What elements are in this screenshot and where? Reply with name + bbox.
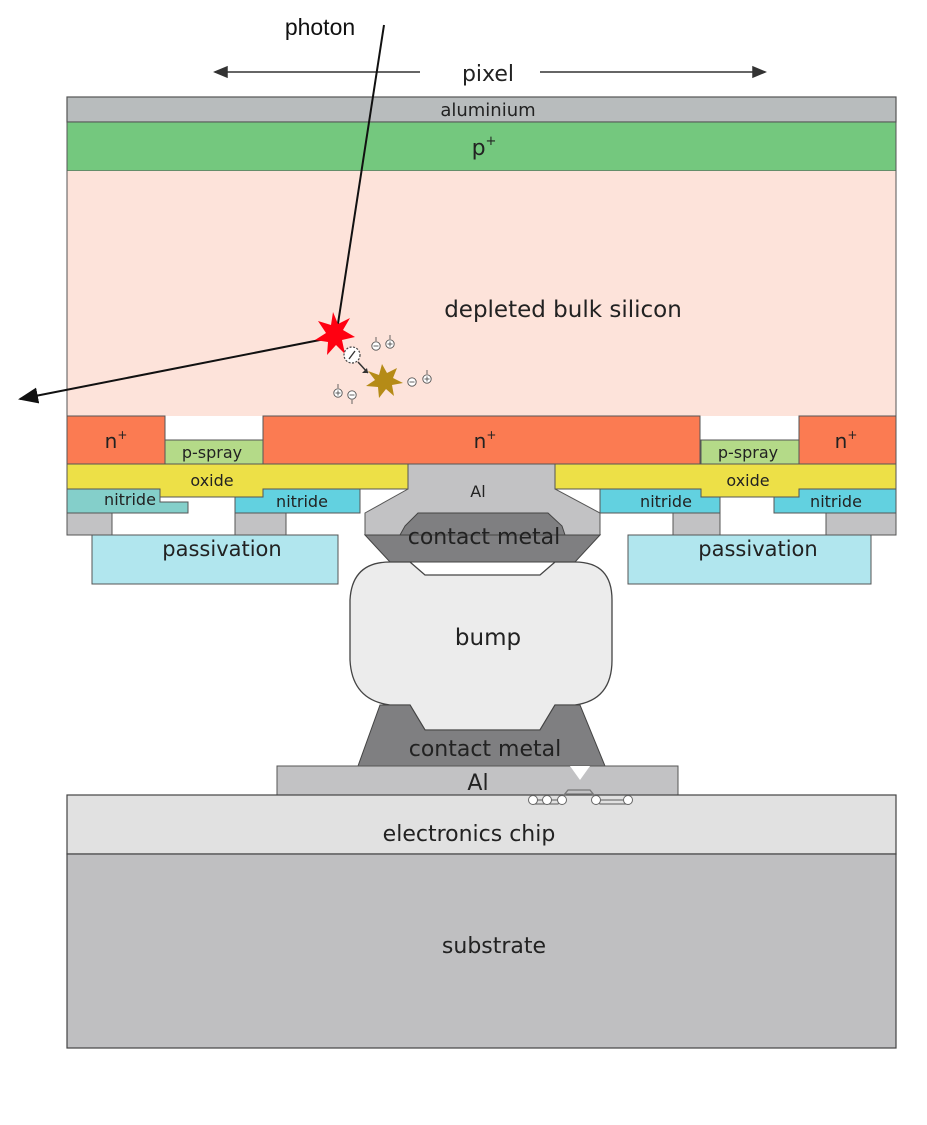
nitride-right-inner-label: nitride — [640, 492, 692, 511]
substrate-label: substrate — [442, 934, 546, 959]
metal-ledge-right — [672, 512, 721, 536]
photon-track — [18, 24, 385, 404]
bulk-label: depleted bulk silicon — [444, 297, 682, 323]
contact-metal-top-cap — [399, 512, 566, 536]
photon-label: photon — [285, 14, 355, 40]
passivation-left — [91, 534, 339, 585]
aluminium-label: aluminium — [440, 100, 535, 121]
metal-ledge-left — [66, 512, 113, 536]
p-plus-label: p+ — [472, 134, 497, 161]
oxide-left-label: oxide — [190, 471, 233, 490]
p-spray-left — [164, 439, 264, 465]
oxide-right-label: oxide — [726, 471, 769, 490]
p-plus-layer — [66, 121, 897, 172]
pixel-label: pixel — [462, 62, 514, 87]
al-pad-bottom — [276, 765, 679, 796]
nitride-left-outer-label: nitride — [104, 490, 156, 509]
contact-metal-bottom-label: contact metal — [409, 737, 562, 762]
passivation-right-label: passivation — [698, 537, 817, 561]
electronics-chip — [66, 794, 897, 855]
electronics-chip-label: electronics chip — [383, 822, 556, 847]
al-bottom-label: Al — [467, 771, 488, 796]
n-plus-left-label: n+ — [105, 428, 128, 453]
nitride-left-inner-label: nitride — [276, 492, 328, 511]
p-spray-left-label: p-spray — [182, 443, 242, 462]
passivation-left-label: passivation — [162, 537, 281, 561]
secondary-hit-star-icon — [366, 364, 403, 398]
circuit-trace-icon — [528, 766, 633, 805]
photon-hit-star-icon — [315, 312, 355, 355]
substrate — [66, 853, 897, 1049]
nitride-right-outer-label: nitride — [810, 492, 862, 511]
pixel-dimension — [213, 65, 767, 79]
al-top-label: Al — [470, 482, 485, 501]
n-plus-center-label: n+ — [474, 428, 497, 453]
recoil-electron-icon — [343, 346, 369, 374]
n-plus-center — [262, 415, 701, 465]
depleted-bulk-silicon — [67, 171, 896, 416]
metal-ledge-left-inner — [234, 512, 287, 536]
n-plus-right-label: n+ — [835, 428, 858, 453]
bump-label: bump — [455, 625, 521, 651]
p-spray-right-label: p-spray — [718, 443, 778, 462]
metal-ledge-right-inner — [825, 512, 897, 536]
passivation-right — [627, 534, 872, 585]
contact-metal-top-label: contact metal — [408, 525, 561, 550]
oxide-left — [66, 463, 409, 498]
charge-pairs-icon — [333, 335, 432, 404]
